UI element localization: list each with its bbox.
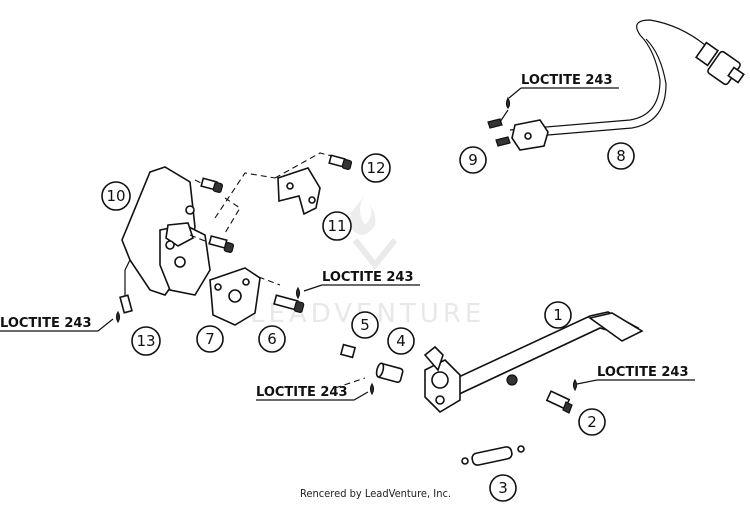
watermark: LEADVENTURE [250, 195, 481, 329]
loctite-labels: LOCTITE 243 LOCTITE 243 LOCTITE 243 LOCT… [0, 73, 695, 401]
callout-13: 13 [131, 326, 161, 356]
svg-text:1: 1 [553, 306, 563, 324]
svg-text:LOCTITE 243: LOCTITE 243 [322, 270, 414, 285]
callout-1: 1 [544, 301, 572, 329]
loctite-label-right: LOCTITE 243 [576, 365, 695, 385]
callout-3: 3 [489, 474, 517, 502]
part-10-bracket [121, 166, 216, 300]
callout-5: 5 [351, 311, 379, 339]
callout-8: 8 [607, 142, 635, 170]
part-5-nut [339, 343, 357, 359]
part-12-bolt [328, 154, 353, 171]
svg-text:9: 9 [468, 151, 478, 169]
svg-text:6: 6 [267, 330, 277, 348]
loctite-label-left: LOCTITE 243 [0, 316, 114, 332]
loctite-label-top: LOCTITE 243 [508, 73, 619, 99]
part-6-bolt [273, 286, 305, 314]
callout-6: 6 [258, 325, 286, 353]
svg-text:LOCTITE 243: LOCTITE 243 [256, 385, 348, 400]
part-1-sidestand [423, 311, 644, 414]
callout-4: 4 [387, 327, 415, 355]
loctite-label-bottom: LOCTITE 243 [256, 385, 369, 401]
callout-11: 11 [322, 211, 352, 241]
loctite-label-mid: LOCTITE 243 [303, 270, 420, 292]
part-11-small-bracket [277, 167, 321, 216]
callout-7: 7 [196, 325, 224, 353]
svg-text:7: 7 [205, 330, 215, 348]
svg-text:10: 10 [106, 187, 125, 205]
svg-text:13: 13 [136, 332, 155, 350]
footer-credit: Rencered by LeadVenture, Inc. [300, 487, 451, 500]
bolts-10 [200, 177, 235, 254]
svg-text:4: 4 [396, 332, 406, 350]
callout-12: 12 [361, 153, 391, 183]
callout-2: 2 [578, 408, 606, 436]
svg-text:11: 11 [327, 217, 346, 235]
part-2-spacer [545, 378, 578, 414]
callouts: 1 2 3 4 5 6 7 8 9 10 11 12 13 [101, 142, 635, 502]
callout-9: 9 [459, 146, 487, 174]
part-13-bolt [115, 294, 133, 324]
part-9-screws [487, 96, 511, 147]
part-3-spring [461, 445, 525, 466]
svg-text:8: 8 [616, 147, 626, 165]
svg-text:5: 5 [360, 316, 370, 334]
svg-text:3: 3 [498, 479, 508, 497]
svg-text:LOCTITE 243: LOCTITE 243 [521, 73, 613, 88]
part-7-plate [209, 267, 261, 326]
svg-text:LOCTITE 243: LOCTITE 243 [0, 316, 92, 331]
part-4-pin [369, 362, 404, 396]
svg-text:12: 12 [366, 159, 385, 177]
callout-10: 10 [101, 181, 131, 211]
part-8-sensor-cable [509, 19, 745, 151]
svg-text:LOCTITE 243: LOCTITE 243 [597, 365, 689, 380]
svg-text:2: 2 [587, 413, 597, 431]
